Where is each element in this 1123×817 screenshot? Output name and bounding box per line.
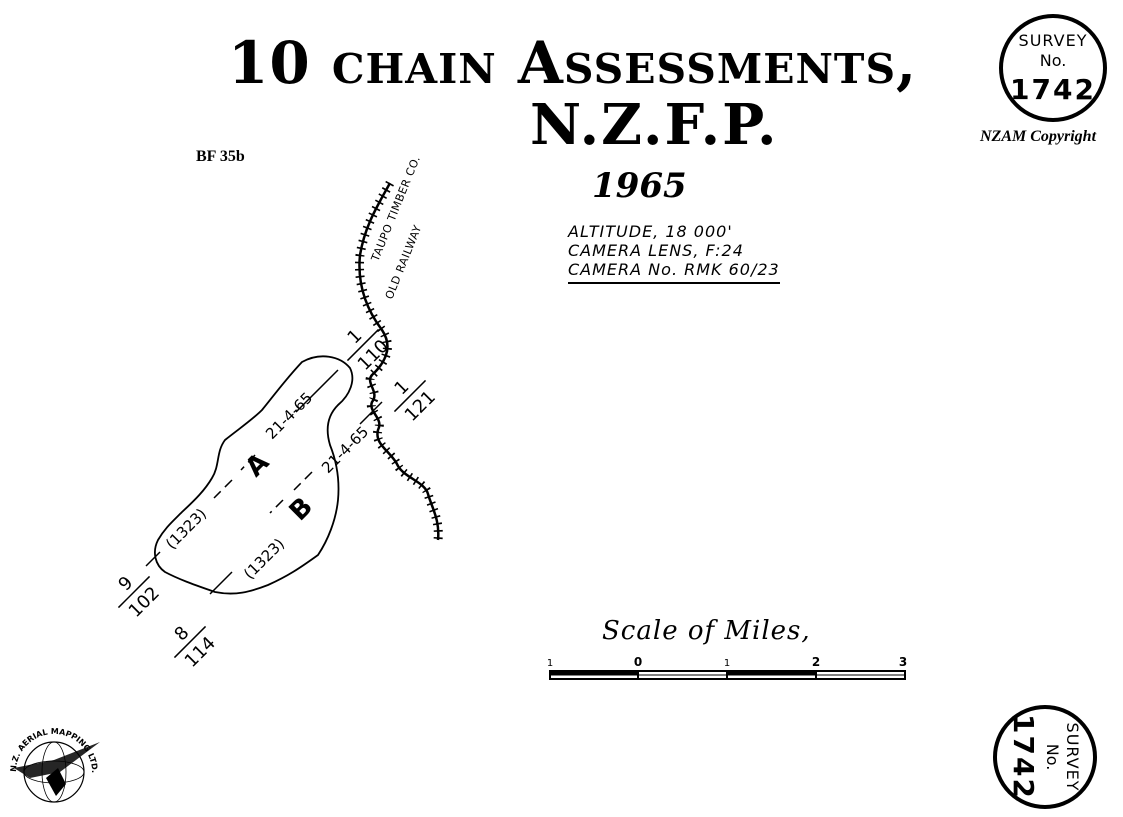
block-a-label: A [240, 448, 275, 483]
block-a-date: 21-4-65 [262, 389, 316, 443]
flight-line-b [209, 401, 383, 595]
scale-bar: 1 0 1 2 3 [547, 655, 907, 680]
survey-stamp-top: SURVEY No. 1742 [999, 14, 1107, 122]
run-fraction-1-110: 1 110 [343, 325, 392, 374]
flight-line-a [145, 369, 339, 567]
scale-tick-label: 3 [899, 655, 907, 669]
stamp-number-2: 1742 [1007, 714, 1040, 800]
camera-lens-text: CAMERA LENS, F:24 [568, 241, 744, 260]
aerial-mapping-logo: N.Z. AERIAL MAPPING LTD. [9, 727, 100, 803]
camera-number-text: CAMERA No. RMK 60/23 [568, 260, 780, 279]
stamp-survey-label: SURVEY [1019, 31, 1088, 50]
stamp-number: 1742 [1010, 73, 1096, 106]
assessment-boundary [154, 355, 354, 595]
scale-tick-label: 2 [812, 655, 820, 669]
railway-line [354, 180, 443, 541]
scale-tick-label: 0 [634, 655, 642, 669]
wing-icon [14, 742, 100, 778]
title-line-1: 10 chain Assessments, [228, 29, 918, 97]
altitude-text: ALTITUDE, 18 000' [568, 222, 733, 241]
stamp-survey-label-2: SURVEY [1063, 723, 1082, 792]
copyright-notice: NZAM Copyright [980, 128, 1097, 145]
run-fraction-9-102: 9 102 [114, 572, 163, 621]
sheet-reference: BF 35b [196, 148, 245, 165]
run-fraction-8-114: 8 114 [170, 622, 219, 671]
block-a-reference: (1323) [162, 505, 210, 553]
stamp-no-label: No. [1040, 51, 1067, 70]
scale-tick-label: 1 [547, 658, 553, 669]
title-year: 1965 [592, 166, 687, 206]
camera-specs: ALTITUDE, 18 000' CAMERA LENS, F:24 CAME… [568, 222, 780, 284]
block-b-label: B [284, 492, 319, 527]
scale-bar-fill [550, 671, 638, 675]
scale-tick-label: 1 [724, 658, 730, 669]
block-b-date: 21-4-65 [318, 423, 372, 477]
camera-icon [46, 768, 66, 796]
scale-bar-fill-2 [727, 671, 816, 675]
stamp-no-label-2: No. [1043, 744, 1062, 771]
run-fraction-1-121: 1 121 [390, 376, 439, 425]
block-b-reference: (1323) [240, 535, 288, 583]
survey-stamp-bottom: SURVEY No. 1742 [993, 705, 1097, 809]
scale-title: Scale of Miles, [602, 616, 811, 646]
title-line-2: N.Z.F.P. [530, 92, 779, 158]
